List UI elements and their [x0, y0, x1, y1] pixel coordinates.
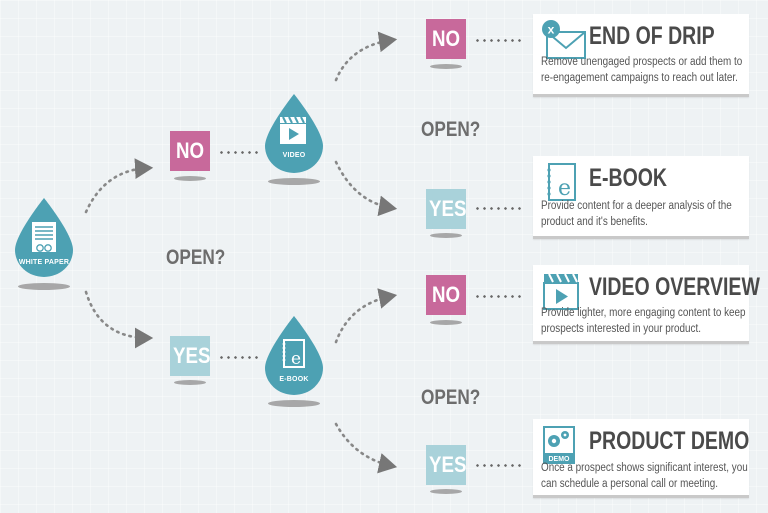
drop-shape: e: [265, 316, 323, 395]
ebook-drop-shadow: [268, 400, 320, 407]
yes-box-outcome-2: YES: [426, 189, 466, 229]
video-drop: VIDEO: [263, 92, 325, 174]
outcome-description-line-1: Provide lighter, more engaging content t…: [541, 307, 746, 319]
arrow-ebook-to-yes: [334, 422, 398, 474]
arrow-video-to-no: [334, 31, 398, 82]
no-label: NO: [175, 138, 205, 163]
no-box-outcome-3: NO: [426, 275, 466, 315]
outcome-card-end-of-drip: x END OF DRIP Remove unengaged prospects…: [533, 14, 749, 97]
dotted-connector: [474, 207, 522, 210]
question-label-2: OPEN?: [421, 118, 481, 141]
box-shadow: [430, 233, 462, 238]
outcome-description-line-2: product and it's benefits.: [541, 216, 648, 228]
no-label: NO: [431, 26, 461, 51]
video-clapper-icon: [543, 273, 579, 310]
white-paper-drop: WHITE PAPER: [13, 196, 75, 278]
yes-label: YES: [173, 343, 211, 368]
question-label-3: OPEN?: [421, 386, 481, 409]
box-shadow: [430, 64, 462, 69]
outcome-description-line-2: re-engagement campaigns to reach out lat…: [541, 72, 738, 84]
ebook-drop: e E-BOOK: [263, 314, 325, 396]
ebook-icon: e: [282, 339, 305, 369]
video-clapper-icon: [280, 116, 306, 144]
no-box-level1: NO: [170, 131, 210, 171]
no-box-outcome-1: NO: [426, 19, 466, 59]
arrow-video-to-yes: [334, 160, 398, 217]
outcome-title: PRODUCT DEMO: [589, 427, 750, 455]
yes-box-shadow: [174, 380, 206, 385]
yes-box-outcome-4: YES: [426, 445, 466, 485]
ebook-icon: e: [547, 163, 576, 201]
video-label: VIDEO: [282, 152, 306, 159]
outcome-card-video-overview: VIDEO OVERVIEW Provide lighter, more eng…: [533, 265, 760, 344]
box-shadow: [430, 320, 462, 325]
dotted-connector: [474, 39, 522, 42]
outcome-description-line-1: Provide content for a deeper analysis of…: [541, 200, 732, 212]
white-paper-label: WHITE PAPER: [18, 259, 70, 266]
dotted-connector: [474, 295, 522, 298]
yes-label: YES: [429, 452, 467, 477]
envelope-x-icon: x: [542, 20, 586, 59]
svg-text:x: x: [548, 23, 555, 37]
outcome-description-line-2: prospects interested in your product.: [541, 323, 701, 335]
drop-shape: [15, 198, 73, 277]
outcome-description-line-2: can schedule a personal call or meeting.: [541, 478, 719, 490]
svg-text:e: e: [558, 176, 571, 201]
outcome-title: VIDEO OVERVIEW: [589, 273, 760, 301]
yes-label: YES: [429, 196, 467, 221]
outcome-title: E-BOOK: [589, 164, 667, 192]
document-icon: [32, 222, 56, 252]
arrow-start-to-yes: [84, 290, 154, 349]
yes-box-level1: YES: [170, 336, 210, 376]
arrow-start-to-no: [84, 158, 154, 214]
outcome-card-ebook: e E-BOOK Provide content for a deeper an…: [533, 156, 749, 239]
video-drop-shadow: [268, 178, 320, 185]
start-drop-shadow: [18, 283, 70, 290]
demo-gears-icon: DEMO: [543, 426, 575, 464]
no-box-shadow: [174, 176, 206, 181]
question-label-1: OPEN?: [166, 246, 226, 269]
no-label: NO: [431, 282, 461, 307]
outcome-description-line-1: Remove unengaged prospects or add them t…: [541, 56, 743, 68]
dotted-connector: [218, 151, 262, 154]
arrow-ebook-to-no: [334, 288, 398, 344]
dotted-connector: [474, 464, 522, 467]
ebook-label: E-BOOK: [279, 376, 309, 383]
outcome-description-line-1: Once a prospect shows significant intere…: [541, 462, 748, 474]
drop-shape: [265, 94, 323, 173]
outcome-title: END OF DRIP: [589, 22, 715, 50]
svg-text:DEMO: DEMO: [549, 456, 571, 463]
dotted-connector: [218, 356, 262, 359]
svg-text:e: e: [291, 349, 301, 369]
outcome-card-product-demo: DEMO PRODUCT DEMO Once a prospect shows …: [533, 419, 749, 498]
box-shadow: [430, 489, 462, 494]
